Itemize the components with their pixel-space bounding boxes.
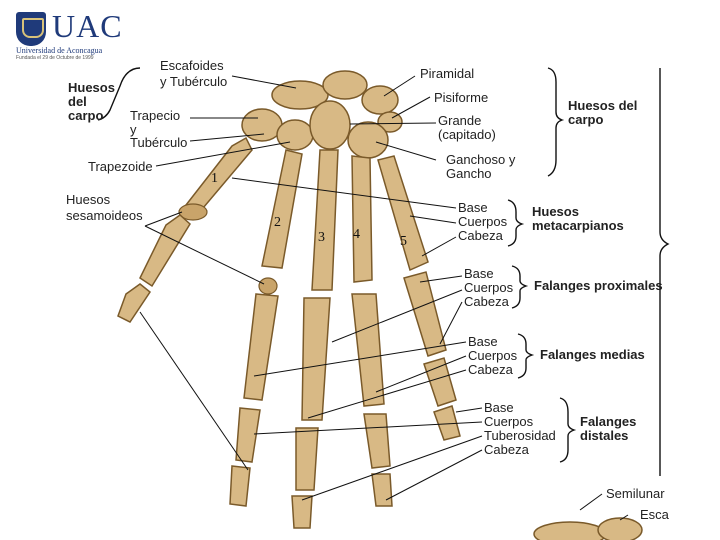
label-dist-base: Base: [484, 400, 514, 415]
label-escafoides: Escafoides: [160, 58, 224, 73]
group-medias: Falanges medias: [540, 347, 645, 362]
middle-phalanx-2: [236, 408, 260, 462]
group-carpo-left-2: del: [68, 94, 87, 109]
group-proximales: Falanges proximales: [534, 278, 663, 293]
label-capitado: (capitado): [438, 127, 496, 142]
middle-phalanx-3: [296, 428, 318, 490]
metacarpal-1: [186, 138, 252, 214]
finger-number-4: 4: [353, 227, 360, 242]
label-meta-cuerpos: Cuerpos: [458, 214, 508, 229]
proximal-phalanx-4: [352, 294, 384, 406]
label-dist-cuerpos: Cuerpos: [484, 414, 534, 429]
sesamoid-2: [259, 278, 277, 294]
distal-phalanx-3: [292, 496, 312, 528]
distal-phalanx-2: [230, 466, 250, 506]
brace-proximales: [512, 266, 526, 308]
label-prox-base: Base: [464, 266, 494, 281]
label-ganchoso: Ganchoso y: [446, 152, 516, 167]
finger-number-3: 3: [318, 230, 325, 245]
carpal-trapezium: [242, 109, 282, 141]
finger-number-1: 1: [211, 171, 218, 186]
carpal-hamate: [348, 122, 388, 158]
metacarpal-3: [312, 150, 338, 290]
label-trapecio-tuberculo: Tubérculo: [130, 135, 187, 150]
group-distales-1: Falanges: [580, 414, 636, 429]
proximal-phalanx-3: [302, 298, 330, 420]
proximal-phalanx-5: [404, 272, 446, 356]
metacarpal-4: [352, 156, 372, 282]
label-prox-cabeza: Cabeza: [464, 294, 510, 309]
label-meta-base: Base: [458, 200, 488, 215]
label-meta-cabeza: Cabeza: [458, 228, 504, 243]
group-carpo-left-3: carpo: [68, 108, 103, 123]
label-trapezoide: Trapezoide: [88, 159, 153, 174]
brace-medias: [518, 334, 532, 378]
finger-number-2: 2: [274, 215, 281, 230]
label-esca: Esca: [640, 507, 670, 522]
brace-hand-outer: [660, 68, 668, 476]
label-trapecio: Trapecio: [130, 108, 180, 123]
proximal-phalanx-2: [244, 294, 278, 400]
middle-phalanx-5: [424, 358, 456, 406]
label-piramidal: Piramidal: [420, 66, 474, 81]
label-grande: Grande: [438, 113, 481, 128]
label-dist-tuberosidad: Tuberosidad: [484, 428, 556, 443]
partial-scaphoid-bottom: [598, 518, 642, 540]
group-carpo-left-1: Huesos: [68, 80, 115, 95]
finger-numbers: 1 2 3 4 5: [211, 171, 407, 249]
label-sesamoideos-1: Huesos: [66, 192, 111, 207]
group-carpo-right-2: carpo: [568, 112, 603, 127]
partial-lunate-bottom: [534, 522, 606, 540]
group-metacarpianos-1: Huesos: [532, 204, 579, 219]
thumb-distal-phalanx: [118, 284, 150, 322]
carpal-capitate: [310, 101, 350, 149]
label-escafoides-tuberculo: y Tubérculo: [160, 74, 227, 89]
group-metacarpianos-2: metacarpianos: [532, 218, 624, 233]
label-sesamoideos-2: sesamoideos: [66, 208, 143, 223]
finger-number-5: 5: [400, 234, 407, 249]
metacarpal-5: [378, 156, 428, 270]
label-med-cabeza: Cabeza: [468, 362, 514, 377]
label-dist-cabeza: Cabeza: [484, 442, 530, 457]
middle-phalanx-4: [364, 414, 390, 468]
label-med-base: Base: [468, 334, 498, 349]
distal-phalanx-4: [372, 474, 392, 506]
brace-distales: [560, 398, 574, 462]
brace-metacarpianos: [508, 200, 522, 246]
label-med-cuerpos: Cuerpos: [468, 348, 518, 363]
group-distales-2: distales: [580, 428, 628, 443]
group-carpo-right-1: Huesos del: [568, 98, 637, 113]
label-pisiforme: Pisiforme: [434, 90, 488, 105]
thumb-proximal-phalanx: [140, 215, 190, 286]
label-gancho: Gancho: [446, 166, 492, 181]
carpal-lunate: [323, 71, 367, 99]
label-semilunar: Semilunar: [606, 486, 665, 501]
brace-carpo-right: [548, 68, 562, 176]
carpal-trapezoid: [277, 120, 313, 150]
label-prox-cuerpos: Cuerpos: [464, 280, 514, 295]
metacarpal-2: [262, 150, 302, 268]
hand-skeleton-illustration: [118, 71, 642, 540]
